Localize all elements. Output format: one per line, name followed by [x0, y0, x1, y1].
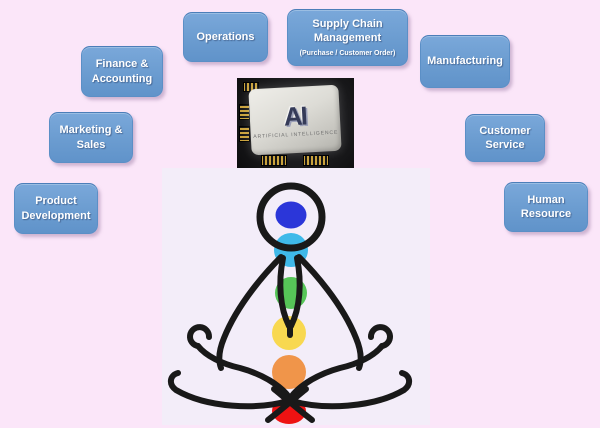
chip-pins-top-left: [243, 82, 259, 92]
function-label-human-resource: Human Resource: [520, 193, 572, 220]
function-label-finance-accounting: Finance & Accounting: [91, 58, 153, 85]
ai-chip-caption: ARTIFICIAL INTELLIGENCE: [253, 129, 339, 140]
chip-pins-bottom-left: [261, 155, 287, 166]
chip-die: AI ARTIFICIAL INTELLIGENCE: [248, 84, 342, 156]
ai-logo-text: AI: [282, 99, 307, 132]
function-label-supply-chain: Supply Chain Management: [312, 18, 383, 45]
foot-line-left: [168, 370, 291, 410]
inner-torso-left: [277, 255, 292, 329]
function-sublabel-supply-chain: (Purchase / Customer Order): [299, 49, 396, 57]
function-label-customer-service: Customer Service: [479, 124, 531, 151]
body-side-right: [296, 254, 364, 371]
figure-line-art: [168, 182, 412, 423]
meditation-figure-panel: [162, 168, 430, 425]
function-box-operations: Operations: [183, 12, 268, 62]
meditation-figure-drawing: [168, 182, 412, 424]
body-side-left: [216, 254, 284, 371]
knee-line-right: [288, 343, 385, 400]
function-box-product-development: Product Development: [14, 183, 98, 234]
foot-line-right: [289, 370, 412, 410]
hand-curl-right: [368, 324, 393, 349]
inner-torso-right: [288, 255, 303, 329]
sacral-chakra: [272, 355, 306, 389]
chip-pins-left-1: [239, 104, 250, 120]
function-label-operations: Operations: [196, 30, 255, 43]
function-box-supply-chain: Supply Chain Management (Purchase / Cust…: [287, 9, 408, 66]
chip-pins-left-2: [239, 126, 250, 142]
function-box-customer-service: Customer Service: [465, 114, 545, 162]
function-label-product-development: Product Development: [21, 195, 91, 222]
ankle-cross-2: [265, 386, 309, 423]
hand-curl-left: [187, 324, 212, 349]
head-ring: [256, 182, 326, 252]
ai-chip-image: AI ARTIFICIAL INTELLIGENCE: [237, 78, 354, 168]
chip-pins-bottom-right: [303, 155, 329, 166]
function-label-manufacturing: Manufacturing: [427, 55, 503, 68]
crown-chakra: [275, 201, 307, 229]
function-box-manufacturing: Manufacturing: [420, 35, 510, 88]
function-label-marketing-sales: Marketing & Sales: [59, 124, 123, 151]
function-box-marketing-sales: Marketing & Sales: [49, 112, 133, 163]
function-box-human-resource: Human Resource: [504, 182, 588, 232]
function-box-finance-accounting: Finance & Accounting: [81, 46, 163, 97]
knee-line-left: [195, 343, 292, 400]
